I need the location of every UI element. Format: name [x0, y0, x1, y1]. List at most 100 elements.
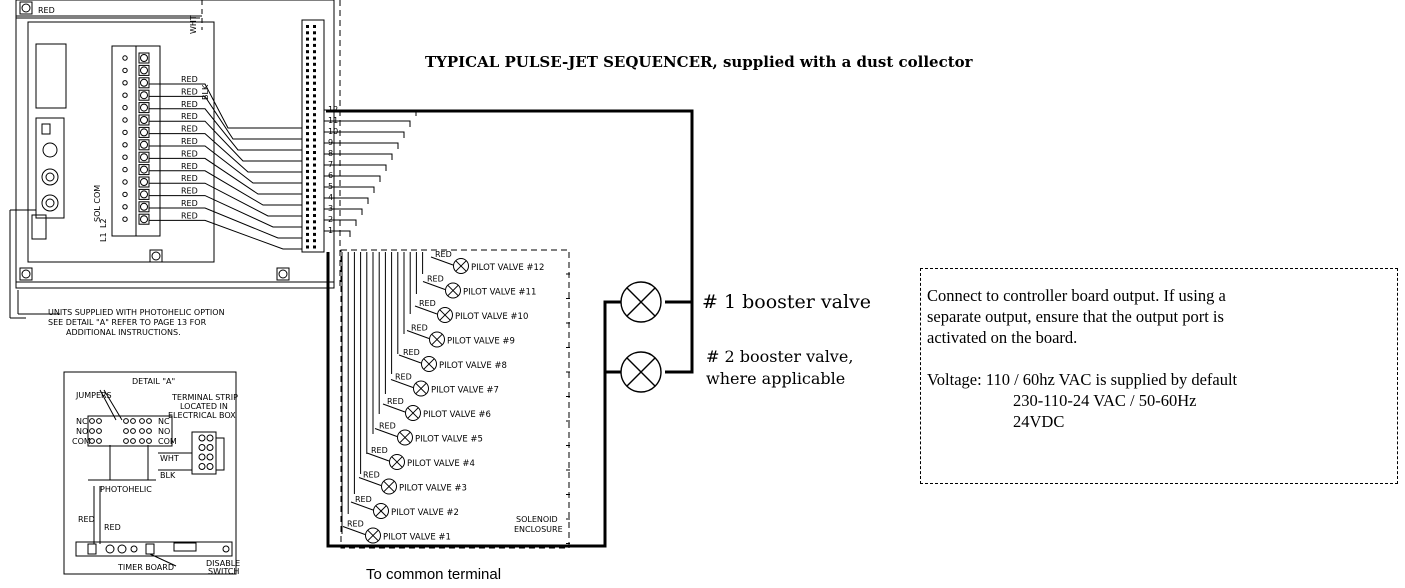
pilot-valve-red-label: RED: [379, 422, 396, 431]
connector-pin: [306, 176, 309, 180]
connector-pin: [306, 201, 309, 205]
connector-pin: [306, 151, 309, 154]
pilot-valve-lead: [398, 354, 422, 364]
sol-com-label: SOL COM: [93, 185, 102, 222]
detail-nc-left: NC: [76, 417, 88, 426]
board-to-strip-wire: [149, 219, 302, 250]
terminal-screw: [138, 213, 150, 225]
detail-terminal: [96, 438, 102, 444]
connector-pin: [313, 62, 316, 66]
connector-pin: [306, 50, 309, 54]
photohelic-label: PHOTOHELIC: [100, 485, 152, 494]
photohelic-note-line1: UNITS SUPPLIED WITH PHOTOHELIC OPTION: [48, 308, 225, 317]
terminal-number: 12: [328, 105, 338, 114]
pilot-valve-red-label: RED: [411, 324, 428, 333]
connector-pin: [306, 25, 309, 28]
detail-no-right: NO: [158, 427, 170, 436]
detail-com-right: COM: [158, 437, 177, 446]
terminal-point: [122, 142, 128, 148]
terminal-strip-line3: ELECTRICAL BOX: [168, 411, 236, 420]
pilot-valve-lead: [422, 281, 446, 290]
pilot-valve-label: PILOT VALVE #4: [407, 459, 475, 469]
terminal-strip-line1: TERMINAL STRIP: [171, 393, 238, 402]
pilot-valve-cross: [447, 284, 459, 297]
pilot-valve-label: PILOT VALVE #9: [447, 337, 515, 347]
terminal-screw-head: [140, 140, 148, 149]
terminal-screw-head: [140, 78, 148, 87]
strip-to-solenoid-wire: [324, 164, 387, 171]
pilot-valve-cross: [399, 431, 411, 444]
booster-bottom-wire: [326, 252, 625, 548]
pilot-valve-red-label: RED: [355, 495, 372, 504]
connector-pin: [313, 163, 316, 167]
detail-terminal: [89, 428, 95, 434]
connector-pin: [313, 176, 316, 180]
terminal-number: 7: [328, 160, 333, 169]
voltage-line2: 230-110-24 VAC / 50-60Hz: [1013, 391, 1197, 410]
terminal-screw-head: [140, 153, 148, 162]
solenoid-enclosure-line1: SOLENOID: [516, 515, 558, 524]
strip-to-solenoid-wire: [324, 208, 363, 215]
connector-pin: [313, 169, 316, 173]
terminal-screw-head: [140, 116, 148, 124]
pilot-valve-label: PILOT VALVE #10: [455, 312, 528, 322]
pilot-valve-label: PILOT VALVE #2: [391, 508, 459, 518]
l1-label: L1: [99, 232, 108, 242]
connector-pin: [306, 169, 309, 173]
timer-board-enclosure: [15, 0, 335, 289]
board-to-strip-wire: [149, 145, 302, 184]
pilot-valve-lead: [342, 526, 366, 535]
pilot-valve-red-label: RED: [403, 348, 420, 357]
connector-pin: [306, 207, 309, 211]
signal-wires: [149, 83, 424, 534]
connector-pin: [306, 182, 309, 186]
detail-terminal: [146, 438, 152, 444]
pilot-valve-cross: [431, 333, 443, 346]
connector-strip: [301, 19, 325, 253]
connector-pin: [306, 245, 309, 249]
connector-pin: [313, 138, 316, 142]
connector-pin: [306, 69, 309, 73]
pilot-valve-cross: [391, 456, 403, 468]
photohelic-note-line2: SEE DETAIL "A" REFER TO PAGE 13 FOR: [48, 318, 207, 327]
pilot-valve-label: PILOT VALVE #7: [431, 386, 499, 396]
red-wire-label: RED: [181, 174, 198, 183]
pilot-valve-red-label: RED: [371, 446, 388, 455]
detail-terminal: [123, 418, 129, 424]
voltage-line1: Voltage: 110 / 60hz VAC is supplied by d…: [927, 370, 1238, 389]
connector-pin: [313, 182, 316, 186]
common-terminal-label: To common terminal: [366, 566, 502, 583]
connector-pin: [313, 113, 316, 117]
detail-strip-terminal: [198, 434, 206, 442]
terminal-point: [122, 55, 128, 61]
pilot-valve-label: PILOT VALVE #1: [383, 533, 451, 543]
strip-to-solenoid-wire: [324, 186, 375, 193]
terminal-point: [122, 191, 128, 198]
board-to-strip-wire: [149, 120, 302, 162]
connector-pin: [313, 132, 316, 136]
detail-terminal: [89, 418, 95, 424]
red-wire-label: RED: [181, 112, 198, 121]
terminal-screw-head: [140, 128, 148, 137]
solenoid-enclosure-line2: ENCLOSURE: [514, 525, 563, 534]
connector-pin: [313, 220, 316, 224]
board-terminal-screws: [122, 52, 150, 225]
pilot-valve-lead: [430, 256, 454, 266]
pilot-valve-lead: [366, 452, 390, 462]
detail-strip-terminal: [206, 444, 214, 451]
pilot-valve-red-label: RED: [395, 373, 412, 382]
red-wire-label: RED: [181, 211, 198, 220]
connector-pin: [313, 50, 316, 54]
pilot-valve-lead: [406, 330, 430, 339]
terminal-screw-head: [140, 215, 148, 224]
strip-to-solenoid-wire: [324, 142, 399, 149]
connector-pin: [306, 81, 309, 85]
terminal-screw: [138, 114, 150, 126]
terminal-screw: [138, 176, 150, 188]
connector-pin: [313, 239, 316, 243]
controller-note-box: Connect to controller board output. If u…: [920, 268, 1398, 484]
connector-pin: [313, 195, 316, 199]
pilot-valve-lead: [414, 305, 438, 315]
connector-pin: [306, 75, 309, 79]
connector-pin: [306, 125, 309, 129]
